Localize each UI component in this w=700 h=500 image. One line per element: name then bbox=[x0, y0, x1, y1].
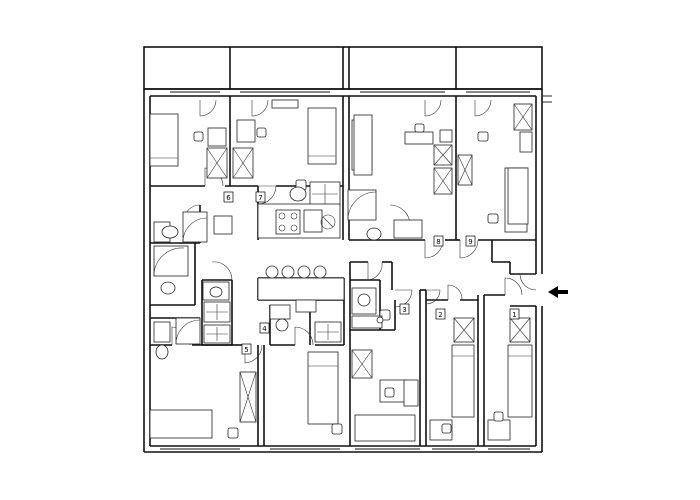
svg-text:9: 9 bbox=[468, 238, 472, 246]
outer-walls bbox=[143, 88, 552, 453]
balcony bbox=[143, 46, 543, 90]
room-label-5: 5 bbox=[241, 343, 252, 355]
svg-text:3: 3 bbox=[402, 306, 406, 314]
desks-chairs bbox=[193, 99, 533, 441]
svg-text:2: 2 bbox=[438, 311, 442, 319]
svg-text:8: 8 bbox=[436, 238, 440, 246]
svg-text:5: 5 bbox=[244, 346, 248, 354]
sofas bbox=[353, 114, 529, 225]
room-label-6: 6 bbox=[223, 191, 234, 203]
wardrobes bbox=[206, 103, 533, 423]
svg-text:6: 6 bbox=[226, 194, 231, 202]
room-label-9: 9 bbox=[465, 235, 476, 247]
entrance-arrow-icon bbox=[548, 286, 568, 298]
svg-text:4: 4 bbox=[262, 325, 267, 333]
room-label-2: 2 bbox=[435, 308, 446, 320]
room-label-7: 7 bbox=[255, 191, 266, 203]
bathrooms bbox=[153, 181, 384, 360]
svg-text:7: 7 bbox=[258, 194, 262, 202]
room-label-8: 8 bbox=[433, 235, 444, 247]
interior-walls bbox=[150, 96, 536, 446]
kitchen bbox=[213, 203, 345, 313]
doors bbox=[171, 99, 537, 364]
svg-text:1: 1 bbox=[512, 311, 516, 319]
room-label-1: 1 bbox=[509, 308, 520, 320]
room-label-3: 3 bbox=[399, 303, 410, 315]
room-label-4: 4 bbox=[259, 322, 270, 334]
